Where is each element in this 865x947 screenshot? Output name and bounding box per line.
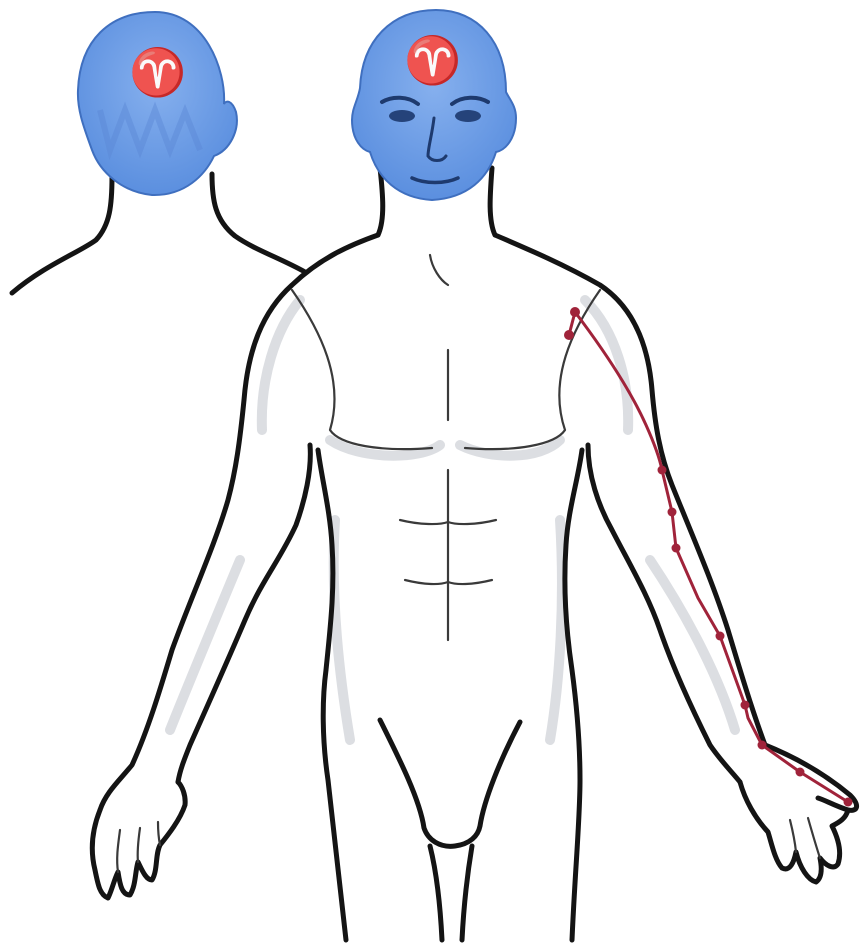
- back-neck-right: [212, 174, 305, 272]
- back-view-figure: ♈: [12, 12, 305, 293]
- acupoint-dot-icon: [570, 307, 580, 317]
- groin: [380, 720, 520, 846]
- chest-right: [465, 290, 600, 449]
- acupoint-dot-icon: [672, 544, 681, 553]
- arm-meridian: [564, 307, 853, 807]
- acupoint-dot-icon: [668, 508, 677, 517]
- back-head-aries-icon: ♈: [129, 45, 186, 99]
- acupoint-dot-icon: [658, 466, 667, 475]
- front-neck-right: [490, 168, 495, 235]
- front-head-aries-icon: ♈: [404, 33, 461, 87]
- front-neck-left: [378, 168, 383, 235]
- acupoint-dot-icon: [741, 701, 750, 710]
- right-arm-inner: [588, 445, 740, 782]
- inner-right-leg: [462, 846, 472, 940]
- acupoint-dot-icon: [796, 768, 805, 777]
- inner-left-leg: [430, 846, 442, 940]
- torso-right-side: [565, 450, 582, 940]
- chest-left: [292, 290, 432, 449]
- acupoint-dot-icon: [758, 741, 767, 750]
- acupoint-dot-icon: [716, 632, 725, 641]
- acupoint-dot-icon: [564, 330, 574, 340]
- right-hand: [740, 782, 848, 882]
- acupoint-dot-icon: [844, 798, 853, 807]
- left-arm-inner: [178, 445, 310, 782]
- back-neck-left: [12, 176, 112, 293]
- back-head: [78, 12, 237, 195]
